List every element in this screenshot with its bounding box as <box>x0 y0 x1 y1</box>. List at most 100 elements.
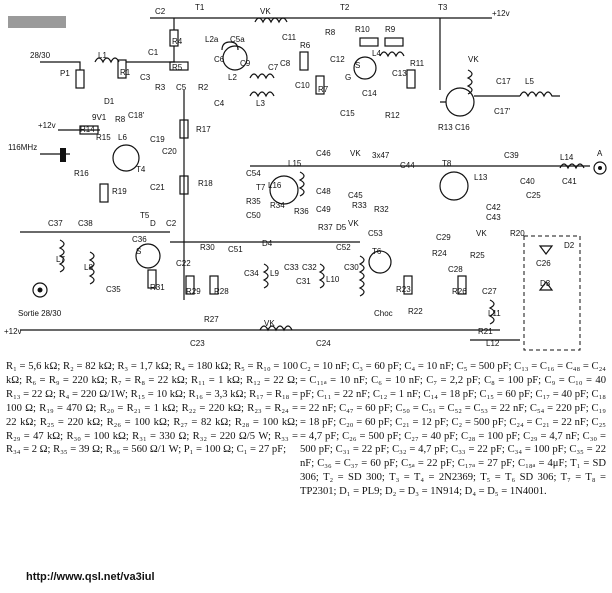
svg-text:R30: R30 <box>200 243 215 252</box>
svg-text:C7: C7 <box>268 63 279 72</box>
svg-text:C12: C12 <box>330 55 345 64</box>
svg-text:C41: C41 <box>562 177 577 186</box>
svg-text:R2: R2 <box>198 83 209 92</box>
input-freq-label: 28/30 <box>30 51 51 60</box>
svg-text:C29: C29 <box>436 233 451 242</box>
sortie-label: Sortie 28/30 <box>18 309 62 318</box>
svg-text:C51: C51 <box>228 245 243 254</box>
svg-text:D2: D2 <box>564 241 575 250</box>
svg-text:C45: C45 <box>348 191 363 200</box>
svg-text:D4: D4 <box>262 239 273 248</box>
svg-text:R26: R26 <box>452 287 467 296</box>
svg-text:VK: VK <box>468 55 479 64</box>
svg-text:C54: C54 <box>246 169 261 178</box>
svg-text:C31: C31 <box>296 277 311 286</box>
svg-text:C37: C37 <box>48 219 63 228</box>
svg-text:C39: C39 <box>504 151 519 160</box>
svg-text:C5a: C5a <box>230 35 245 44</box>
svg-text:D5: D5 <box>336 223 347 232</box>
svg-text:S: S <box>355 61 360 70</box>
svg-text:R35: R35 <box>246 197 261 206</box>
label-vk-top: VK <box>260 7 271 16</box>
svg-text:C53: C53 <box>368 229 383 238</box>
svg-text:C30: C30 <box>344 263 359 272</box>
svg-text:C50: C50 <box>246 211 261 220</box>
svg-text:VK: VK <box>264 319 275 328</box>
svg-text:C38: C38 <box>78 219 93 228</box>
svg-text:C34: C34 <box>244 269 259 278</box>
svg-text:R37: R37 <box>318 223 333 232</box>
svg-text:D1: D1 <box>104 97 115 106</box>
svg-text:C35: C35 <box>106 285 121 294</box>
svg-text:C52: C52 <box>336 243 351 252</box>
label-t3: T3 <box>438 3 448 12</box>
svg-text:C32: C32 <box>302 263 317 272</box>
xtal-freq-label: 116MHz <box>8 143 37 152</box>
svg-text:R27: R27 <box>204 315 219 324</box>
svg-text:R19: R19 <box>112 187 127 196</box>
svg-text:C6: C6 <box>214 55 225 64</box>
svg-text:C49: C49 <box>316 205 331 214</box>
svg-text:VK: VK <box>348 219 359 228</box>
svg-text:R17: R17 <box>196 125 211 134</box>
svg-text:C40: C40 <box>520 177 535 186</box>
svg-text:R7: R7 <box>318 85 329 94</box>
svg-text:L4: L4 <box>372 49 381 58</box>
svg-text:L7: L7 <box>56 255 65 264</box>
svg-text:C4: C4 <box>214 99 225 108</box>
svg-text:R3: R3 <box>155 83 166 92</box>
svg-text:C48: C48 <box>316 187 331 196</box>
component-values-right: C₂ = 10 nF; C₃ = 60 pF; C₄ = 10 nF; C₅ =… <box>300 361 606 498</box>
caps-3x47-label: 3x47 <box>372 151 390 160</box>
svg-text:C18': C18' <box>128 111 145 120</box>
svg-text:R1: R1 <box>120 68 131 77</box>
svg-text:C27: C27 <box>482 287 497 296</box>
svg-text:R11: R11 <box>410 59 425 68</box>
svg-text:R36: R36 <box>294 207 309 216</box>
svg-text:G: G <box>345 73 351 82</box>
svg-text:T5: T5 <box>140 211 150 220</box>
choc-label: Choc <box>374 309 393 318</box>
svg-text:C13: C13 <box>392 69 407 78</box>
svg-text:C19: C19 <box>150 135 165 144</box>
svg-text:C20: C20 <box>162 147 177 156</box>
svg-text:L10: L10 <box>326 275 340 284</box>
supply-mid-label: +12v <box>38 121 56 130</box>
svg-text:S: S <box>136 247 141 256</box>
svg-text:L1: L1 <box>98 51 107 60</box>
svg-text:C1: C1 <box>148 48 159 57</box>
source-url: http://www.qsl.net/va3iul <box>26 571 155 583</box>
svg-text:L5: L5 <box>525 77 534 86</box>
svg-text:R8: R8 <box>325 28 336 37</box>
svg-text:C17: C17 <box>496 77 511 86</box>
svg-text:R12: R12 <box>385 111 400 120</box>
svg-text:C3: C3 <box>140 73 151 82</box>
svg-text:R24: R24 <box>432 249 447 258</box>
svg-text:C23: C23 <box>190 339 205 348</box>
svg-text:VK: VK <box>350 149 361 158</box>
svg-text:R31: R31 <box>150 283 165 292</box>
svg-text:C11: C11 <box>282 33 297 42</box>
svg-text:C17': C17' <box>494 107 511 116</box>
svg-text:T8: T8 <box>442 159 452 168</box>
svg-text:T7: T7 <box>256 183 266 192</box>
svg-text:C2: C2 <box>166 219 177 228</box>
svg-text:L13: L13 <box>474 173 488 182</box>
supply-top-label: +12v <box>492 9 510 18</box>
svg-text:9V1: 9V1 <box>92 113 107 122</box>
svg-text:C28: C28 <box>448 265 463 274</box>
supply-bot-label: +12v <box>4 327 22 336</box>
svg-text:C24: C24 <box>316 339 331 348</box>
svg-text:L16: L16 <box>268 181 282 190</box>
svg-text:L11: L11 <box>488 309 501 318</box>
svg-text:R6: R6 <box>300 41 311 50</box>
svg-text:C10: C10 <box>295 81 310 90</box>
svg-text:R10: R10 <box>355 25 370 34</box>
svg-text:L2a: L2a <box>205 35 219 44</box>
svg-text:R4: R4 <box>172 37 183 46</box>
svg-text:C26: C26 <box>536 259 551 268</box>
label-c2-top: C2 <box>155 7 166 16</box>
svg-text:L9: L9 <box>270 269 279 278</box>
